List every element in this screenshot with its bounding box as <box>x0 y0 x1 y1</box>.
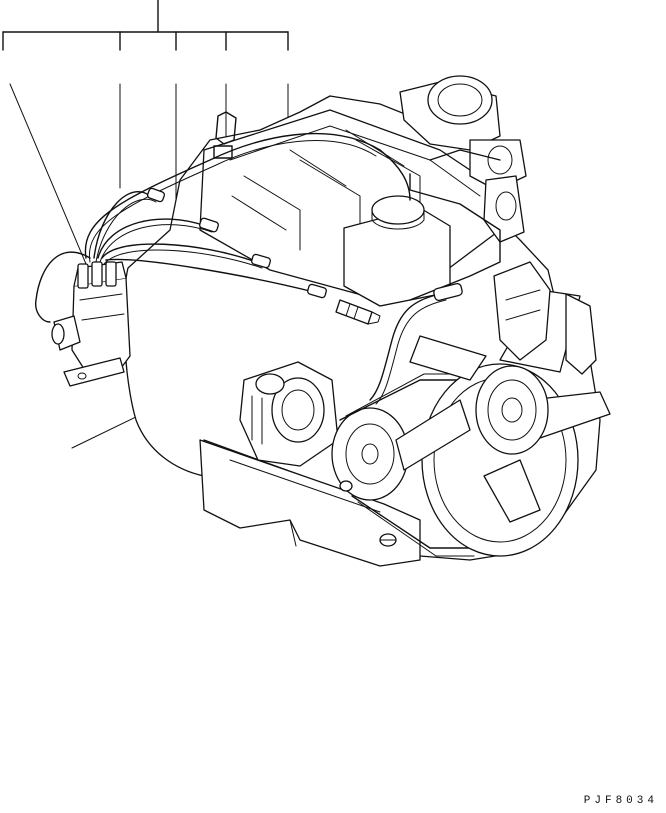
coolant-hose <box>369 282 463 405</box>
distributor <box>51 261 131 387</box>
air-intake <box>399 75 527 191</box>
ignition-wires <box>35 111 411 323</box>
alternator <box>239 361 339 467</box>
fan-bracket <box>493 261 597 375</box>
spark-plug <box>335 299 381 325</box>
engine-mount <box>339 480 397 547</box>
drawing-code: PJF8034 <box>583 795 658 807</box>
callout-bracket <box>2 0 289 51</box>
water-outlet <box>409 149 525 301</box>
leader-line-distributor <box>9 83 87 265</box>
